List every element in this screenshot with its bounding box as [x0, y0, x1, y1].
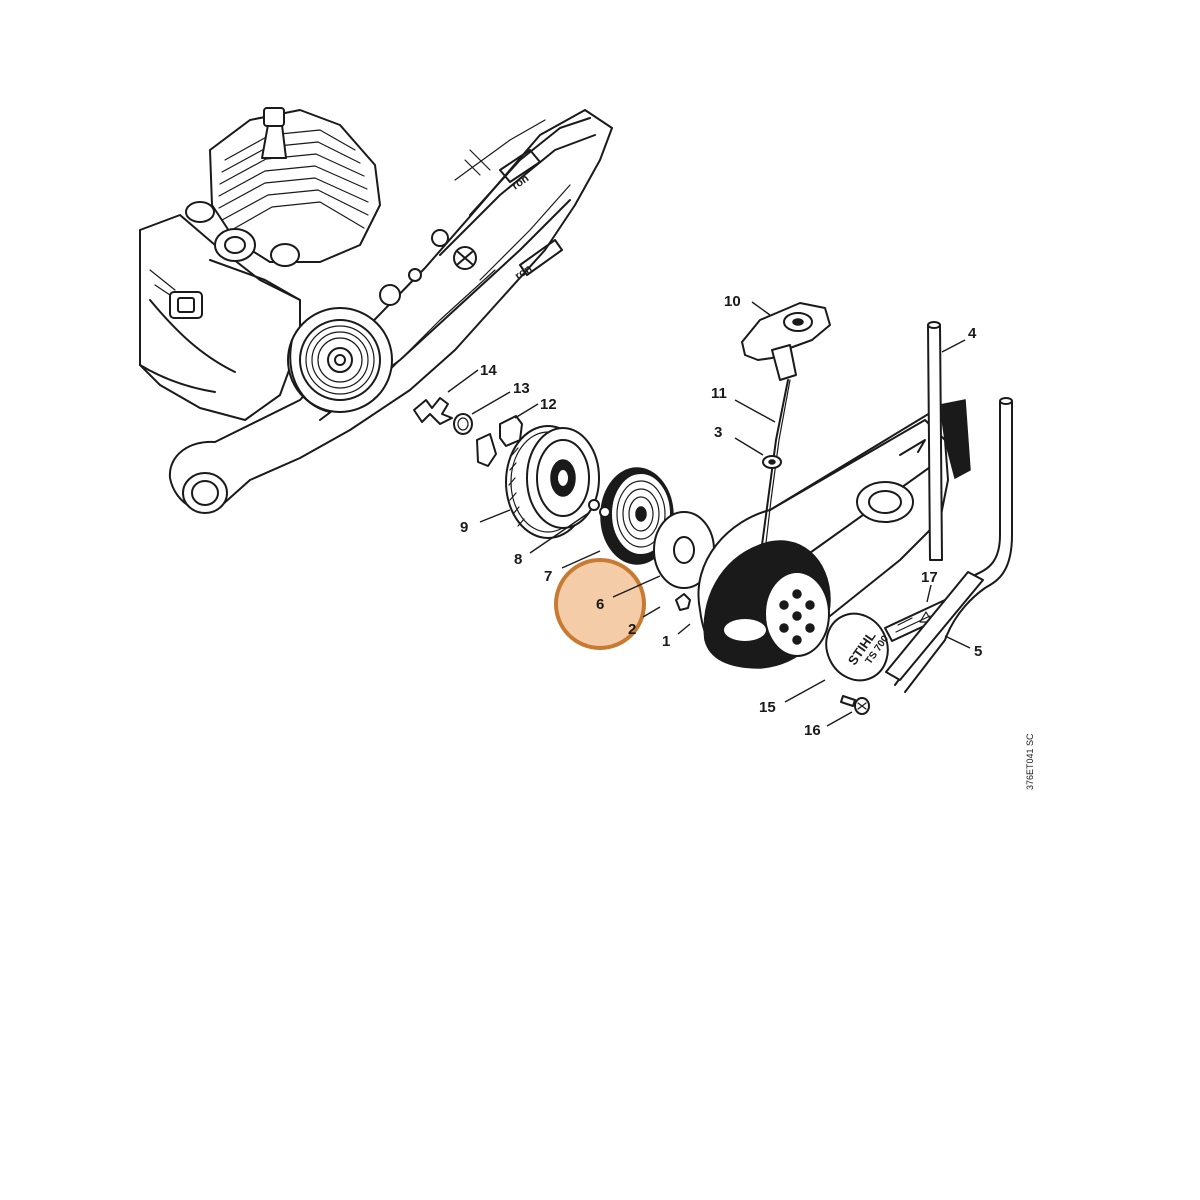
callout-12: 12 [540, 396, 557, 413]
callout-10: 10 [724, 293, 741, 310]
washer-part-8 [588, 499, 600, 511]
engine-frame-illustration: ron ron [139, 107, 613, 514]
label-plate-part-17 [884, 571, 984, 681]
callout-13: 13 [513, 380, 530, 397]
callout-6: 6 [596, 596, 604, 613]
callout-15: 15 [759, 699, 776, 716]
callout-2: 2 [628, 621, 636, 638]
starter-grip-part-10 [741, 302, 831, 381]
highlight-marker [554, 558, 646, 650]
screw-part-16 [840, 695, 870, 715]
callout-14: 14 [480, 362, 497, 379]
wire-clip-part-14 [413, 397, 453, 425]
callout-16: 16 [804, 722, 821, 739]
callout-labels: 2 1 3 4 5 6 7 8 9 10 11 12 13 14 15 16 1… [460, 293, 982, 739]
callout-8: 8 [514, 551, 522, 568]
callout-5: 5 [974, 643, 982, 660]
callout-17: 17 [921, 569, 938, 586]
o-ring-part-13 [453, 413, 473, 435]
rope-rotor-part-9 [505, 425, 600, 539]
callout-9: 9 [460, 519, 468, 536]
leader-lines [447, 301, 971, 727]
callout-1: 1 [662, 633, 670, 650]
callout-7: 7 [544, 568, 552, 585]
callout-11: 11 [711, 385, 727, 402]
badge-part-15: STIHL TS 700 [825, 612, 891, 682]
tube-part-4 [927, 321, 943, 561]
spring-clip [476, 433, 497, 467]
starter-rope-part-11 [759, 379, 791, 561]
reference-code: 376ET041 SC [1025, 733, 1035, 790]
callout-4: 4 [968, 325, 977, 342]
callout-3: 3 [714, 424, 722, 441]
pin-part-2 [675, 593, 691, 611]
rope-guide-part-3 [762, 455, 782, 469]
